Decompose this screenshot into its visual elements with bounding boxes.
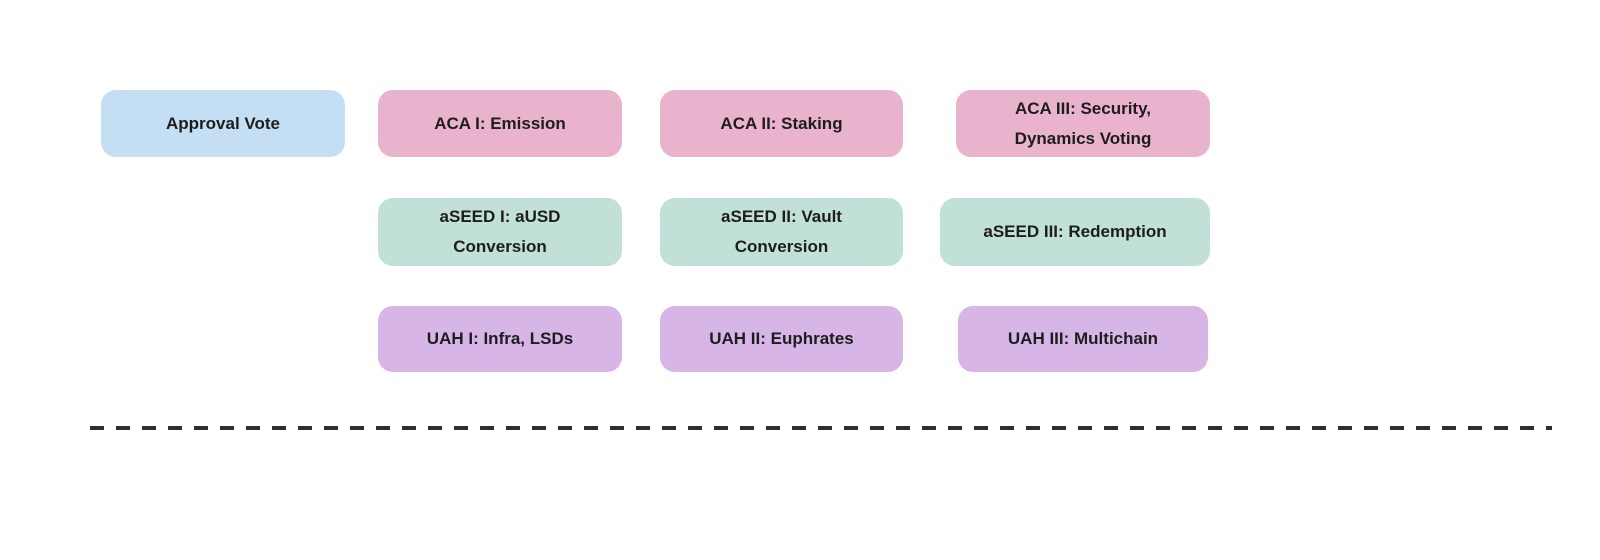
node-uah-2-euphrates: UAH II: Euphrates <box>660 306 903 372</box>
node-uah-1-infra-lsds: UAH I: Infra, LSDs <box>378 306 622 372</box>
node-uah-3-multichain: UAH III: Multichain <box>958 306 1208 372</box>
node-aseed-1-ausd-conversion: aSEED I: aUSD Conversion <box>378 198 622 266</box>
node-aca-3-security-dynamics-voting: ACA III: Security, Dynamics Voting <box>956 90 1210 157</box>
node-aca-2-staking: ACA II: Staking <box>660 90 903 157</box>
dashed-separator <box>90 426 1552 430</box>
node-aseed-2-vault-conversion: aSEED II: Vault Conversion <box>660 198 903 266</box>
node-aca-1-emission: ACA I: Emission <box>378 90 622 157</box>
node-aseed-3-redemption: aSEED III: Redemption <box>940 198 1210 266</box>
node-approval-vote: Approval Vote <box>101 90 345 157</box>
